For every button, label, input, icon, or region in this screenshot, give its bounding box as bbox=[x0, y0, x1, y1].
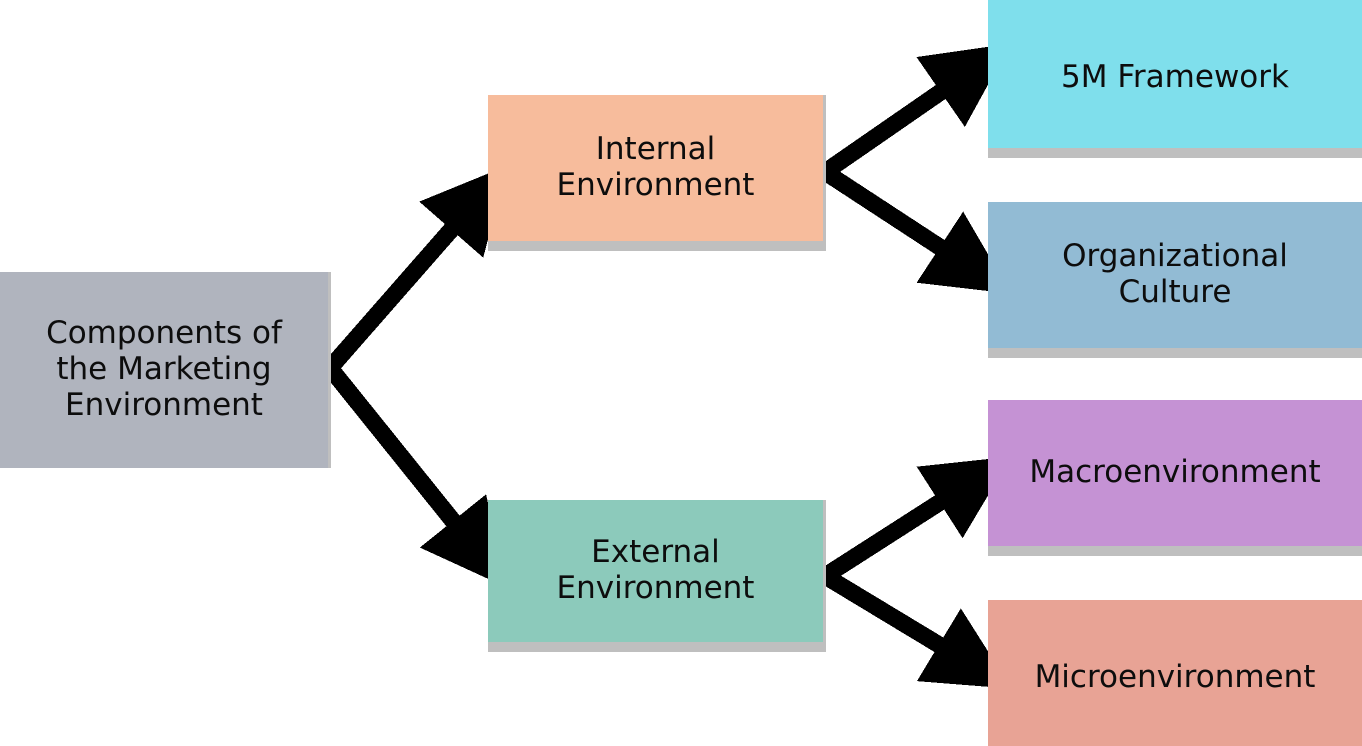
node-5m-framework[interactable]: 5M Framework bbox=[988, 0, 1362, 158]
node-root-label: Components of the Marketing Environment bbox=[46, 315, 282, 423]
node-organizational-culture[interactable]: Organizational Culture bbox=[988, 202, 1362, 358]
connector-internal-to-5m bbox=[820, 43, 1011, 179]
connector-external-to-micro bbox=[820, 568, 1012, 689]
connector-internal-to-culture bbox=[820, 164, 1012, 294]
node-internal-environment[interactable]: Internal Environment bbox=[488, 95, 826, 251]
connector-root-to-internal bbox=[323, 165, 508, 374]
node-internal-environment-label: Internal Environment bbox=[556, 131, 755, 203]
node-macroenvironment-label: Macroenvironment bbox=[1029, 454, 1321, 491]
node-macroenvironment[interactable]: Macroenvironment bbox=[988, 400, 1362, 556]
connector-root-to-external bbox=[323, 362, 507, 588]
node-root[interactable]: Components of the Marketing Environment bbox=[0, 272, 331, 468]
node-external-environment-label: External Environment bbox=[556, 534, 755, 606]
node-organizational-culture-label: Organizational Culture bbox=[1062, 238, 1288, 310]
node-microenvironment-label: Microenvironment bbox=[1034, 659, 1316, 696]
node-external-environment[interactable]: External Environment bbox=[488, 500, 826, 652]
node-5m-framework-label: 5M Framework bbox=[1061, 59, 1289, 96]
node-microenvironment[interactable]: Microenvironment bbox=[988, 600, 1362, 746]
connector-external-to-macro bbox=[820, 456, 1012, 584]
